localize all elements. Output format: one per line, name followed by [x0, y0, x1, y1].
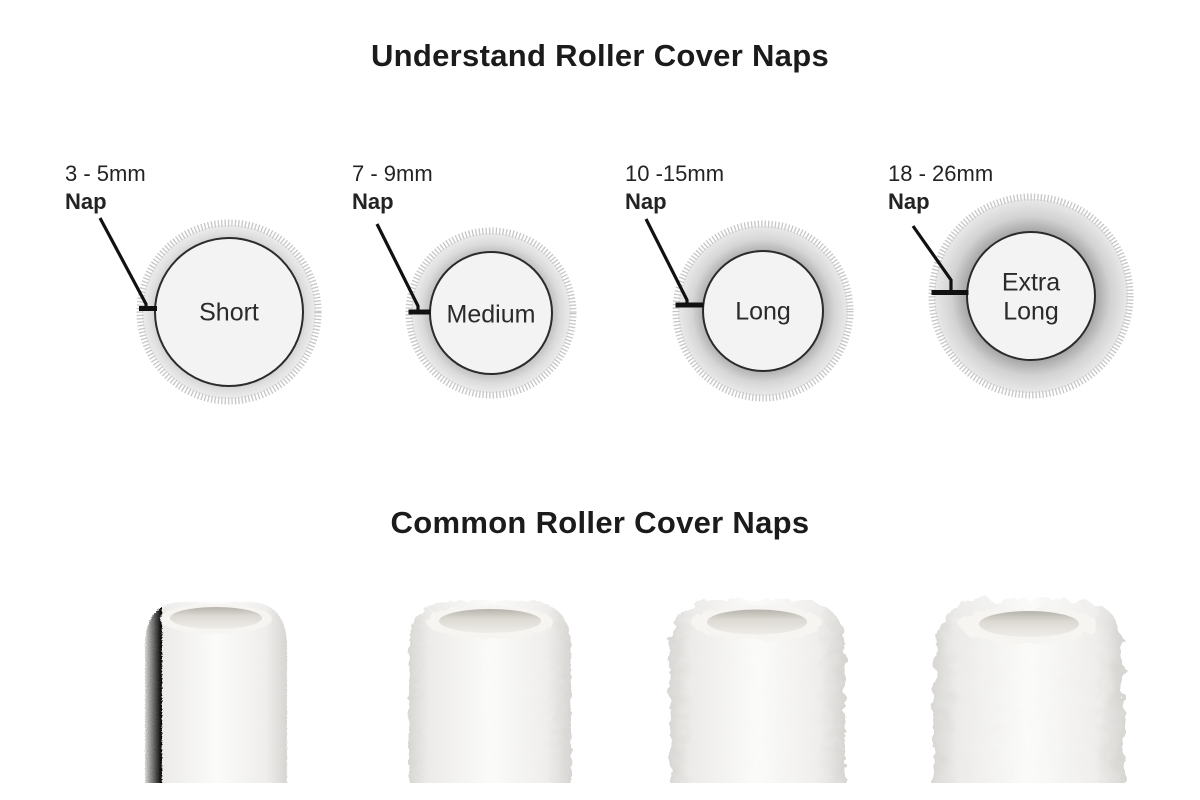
- nap-word: Nap: [625, 189, 667, 214]
- fuzz-hatch-ring-icon: [928, 193, 1134, 399]
- nap-range-label-extra-long: 18 - 26mm Nap: [888, 160, 993, 216]
- nap-diagram-medium: [375, 223, 577, 399]
- roller-body-short: [145, 602, 287, 783]
- nap-range-label-long: 10 -15mm Nap: [625, 160, 724, 216]
- roller-core-opening: [979, 611, 1079, 637]
- roller-core-opening: [439, 609, 541, 633]
- nap-size-name-long: Long: [735, 297, 791, 326]
- nap-size-name-medium: Medium: [446, 300, 536, 329]
- roller-photo-extra-long: [934, 599, 1124, 783]
- nap-diagram-extra-long: [911, 193, 1134, 399]
- section-title-common-naps: Common Roller Cover Naps: [390, 505, 810, 540]
- roller-core-opening: [707, 609, 807, 635]
- nap-word: Nap: [352, 189, 394, 214]
- roller-photo-long: [670, 600, 845, 783]
- nap-word: Nap: [65, 189, 107, 214]
- leader-line-medium: [375, 223, 420, 311]
- fuzz-hatch-ring-icon: [405, 227, 577, 399]
- roller-core-circle-long: [702, 250, 824, 372]
- fuzz-hatch-ring-icon: [136, 219, 322, 405]
- roller-core-circle-short: [154, 237, 304, 387]
- roller-photo-short: [145, 602, 287, 783]
- leader-line-long: [644, 218, 689, 303]
- nap-range-label-medium: 7 - 9mm Nap: [352, 160, 433, 216]
- nap-range-text: 18 - 26mm: [888, 161, 994, 186]
- nap-diagram-short: [98, 217, 322, 405]
- roller-core-circle-extra-long: [966, 231, 1096, 361]
- nap-size-name-short: Short: [199, 298, 259, 327]
- page-title: Understand Roller Cover Naps: [370, 38, 829, 73]
- roller-photo-medium: [409, 601, 571, 783]
- roller-core-opening: [170, 607, 262, 629]
- nap-range-text: 10 -15mm: [625, 161, 725, 186]
- nap-diagram-long: [644, 218, 854, 402]
- nap-range-text: 3 - 5mm: [65, 161, 146, 186]
- fuzz-hatch-ring-icon: [672, 220, 854, 402]
- nap-range-label-short: 3 - 5mm Nap: [65, 160, 146, 216]
- leader-line-extra-long: [911, 225, 953, 290]
- nap-word: Nap: [888, 189, 930, 214]
- nap-diagrams-illustration: [98, 193, 1134, 405]
- nap-size-name-extra-long: Extra Long: [1001, 268, 1061, 325]
- nap-range-text: 7 - 9mm: [352, 161, 433, 186]
